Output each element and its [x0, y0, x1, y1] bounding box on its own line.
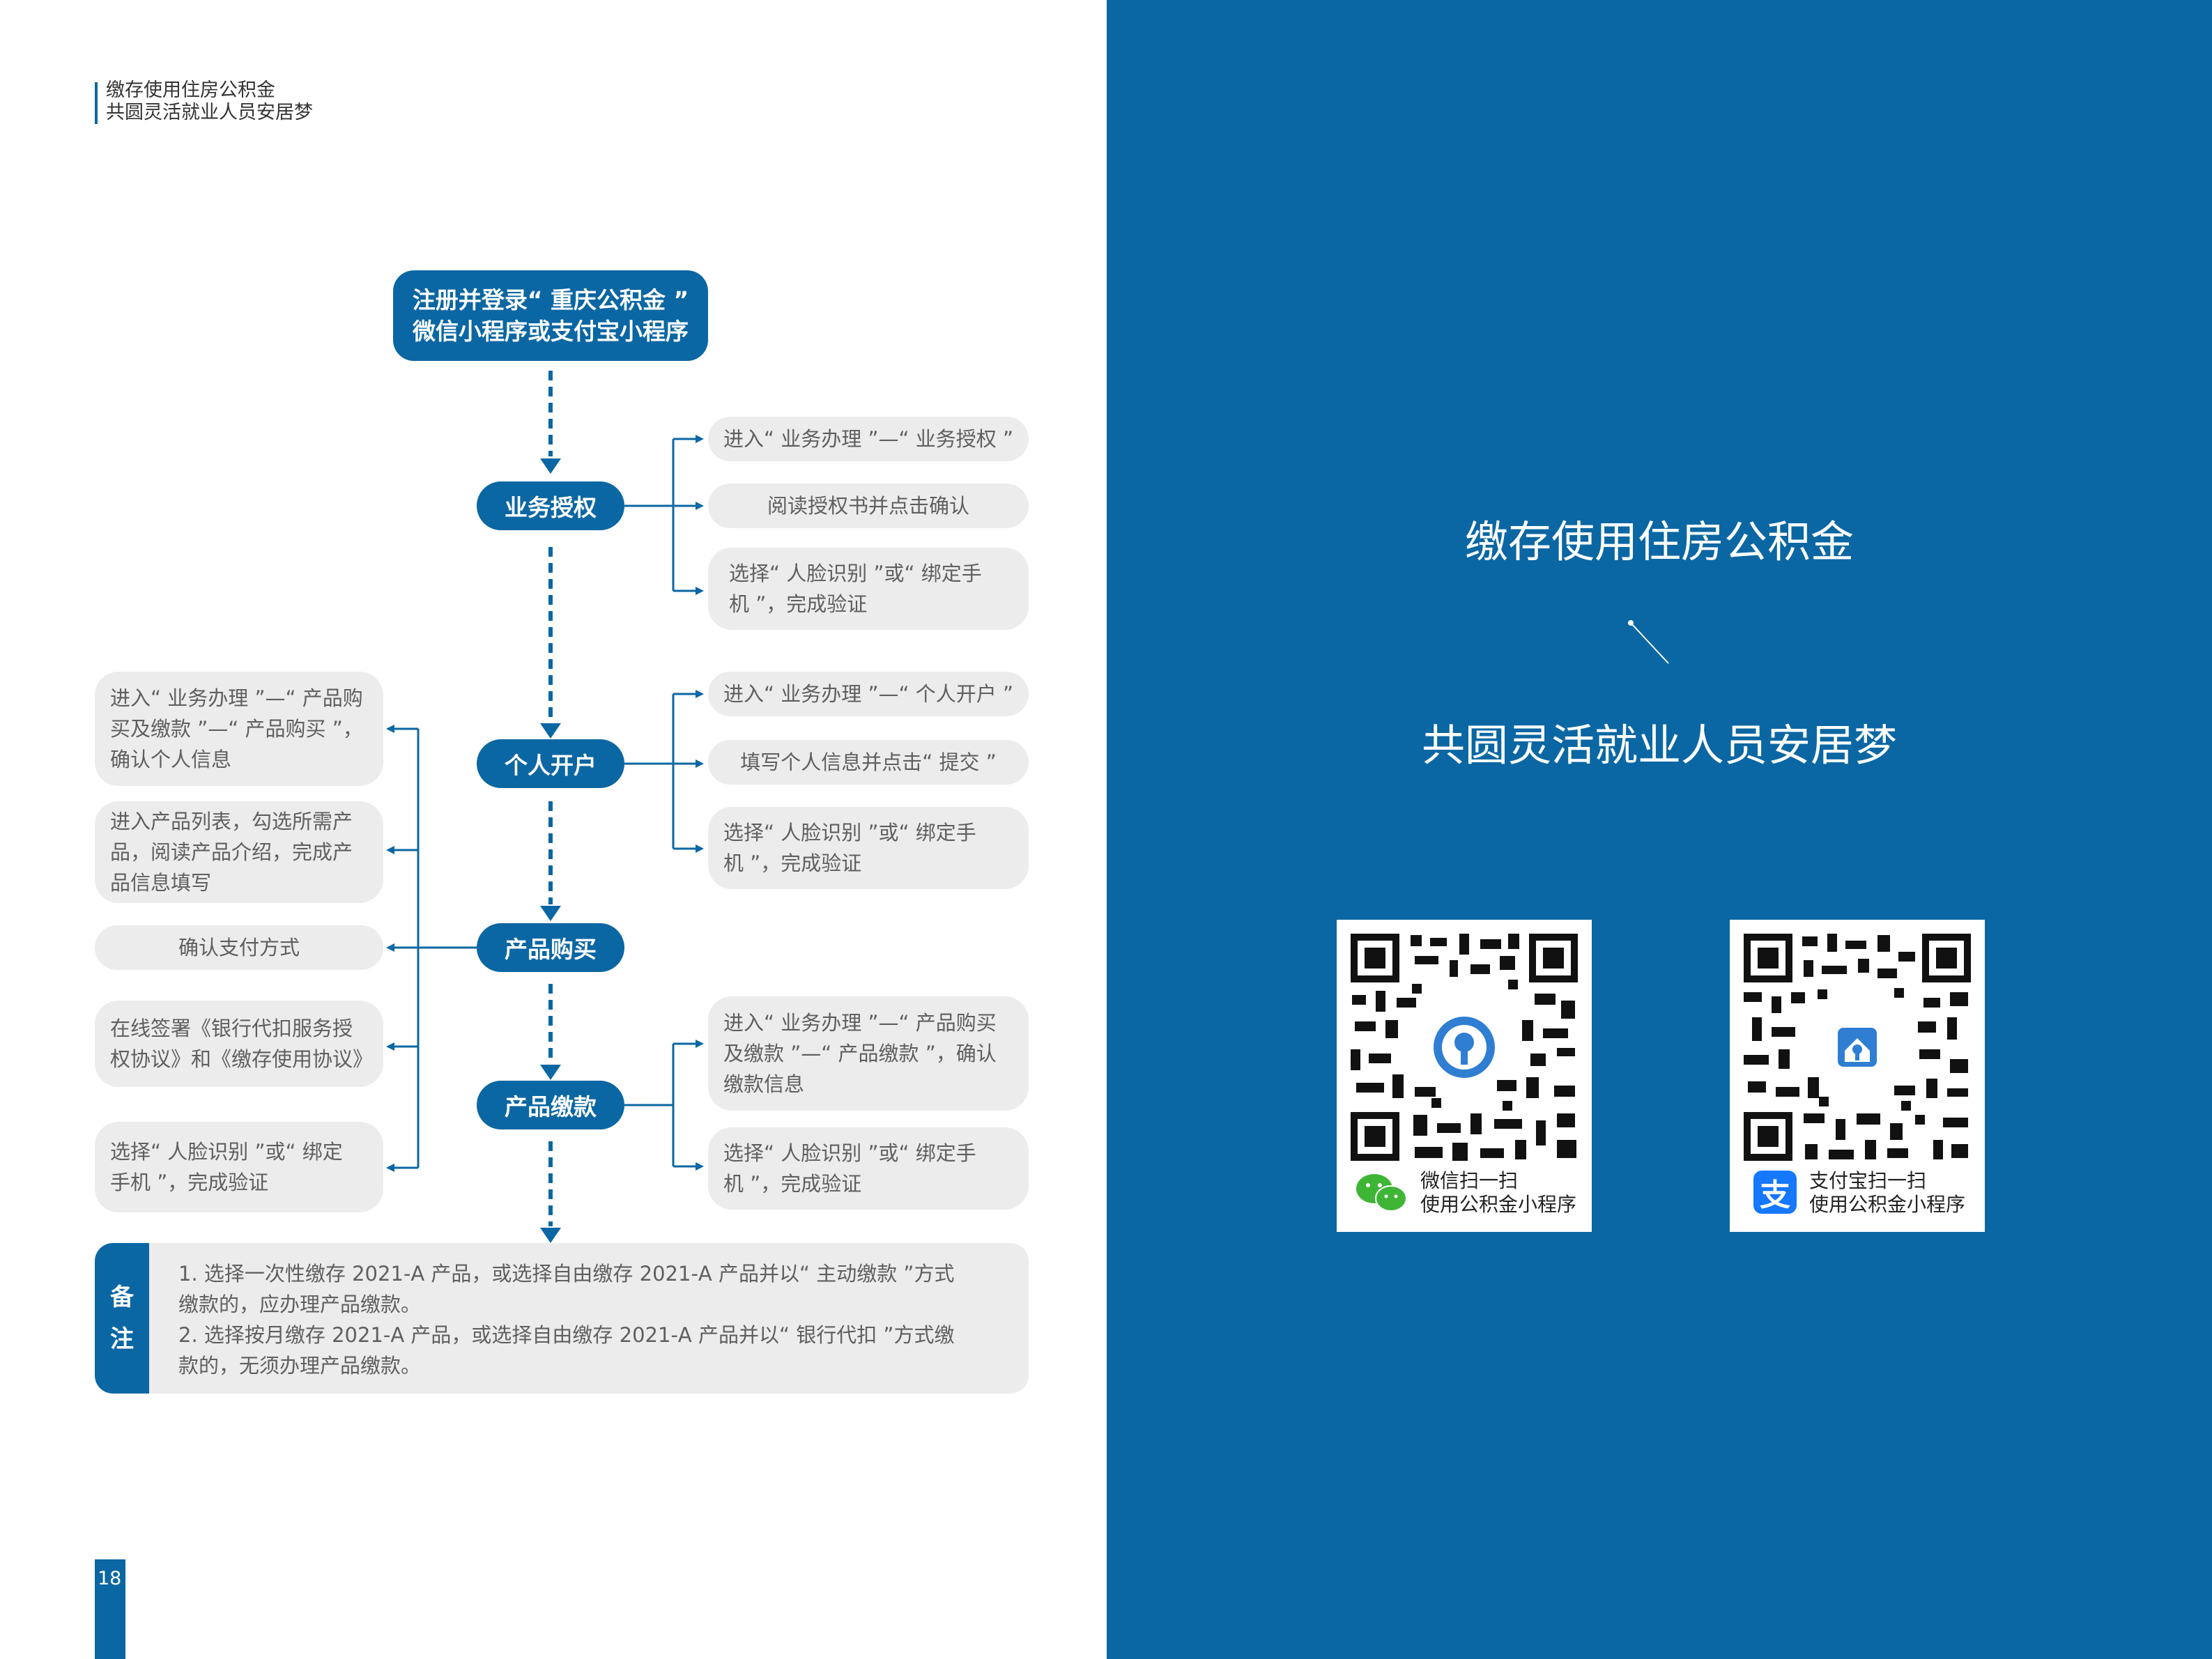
qr-alipay-line-2: 使用公积金小程序	[1809, 1193, 1966, 1216]
qr-caption-wechat-text: 微信扫一扫 使用公积金小程序	[1420, 1169, 1576, 1217]
qr-card-wechat: 微信扫一扫 使用公积金小程序	[1337, 920, 1592, 1232]
qr-code-wechat	[1348, 931, 1581, 1164]
auth-note-2: 阅读授权书并点击确认	[708, 484, 1029, 528]
step-authorization: 业务授权	[477, 481, 624, 530]
remarks-label-1: 备	[110, 1283, 134, 1311]
remark-line-3: 2. 选择按月缴存 2021-A 产品，或选择自由缴存 2021-A 产品并以“…	[178, 1323, 955, 1347]
pay-note-1: 进入“ 业务办理 ”—“ 产品购买 及缴款 ”—“ 产品缴款 ”，确认 缴款信息	[708, 996, 1029, 1111]
open-note-1: 进入“ 业务办理 ”—“ 个人开户 ”	[708, 672, 1029, 716]
qr-alipay-line-1: 支付宝扫一扫	[1809, 1169, 1927, 1192]
qr-wechat-line-2: 使用公积金小程序	[1420, 1193, 1577, 1216]
pay-note-2: 选择“ 人脸识别 ”或“ 绑定手 机 ”，完成验证	[708, 1127, 1029, 1210]
header-line-2: 共圆灵活就业人员安居梦	[106, 102, 313, 123]
header-bar	[95, 82, 98, 124]
open-note-2: 填写个人信息并点击“ 提交 ”	[708, 740, 1029, 785]
flow-connectors	[386, 371, 704, 1243]
purchase-note-2: 进入产品列表，勾选所需产 品，阅读产品介绍，完成产 品信息填写	[95, 801, 383, 903]
right-title: 缴存使用住房公积金	[1464, 516, 1854, 567]
purchase-note-5: 选择“ 人脸识别 ”或“ 绑定 手机 ”，完成验证	[95, 1122, 383, 1212]
step-product-payment: 产品缴款	[477, 1081, 624, 1129]
purchase-note-4: 在线签署《银行代扣服务授 权协议》和《缴存使用协议》	[95, 1001, 383, 1087]
open-note-3: 选择“ 人脸识别 ”或“ 绑定手 机 ”，完成验证	[708, 807, 1029, 889]
step-account-opening: 个人开户	[477, 739, 624, 788]
purchase-note-3: 确认支付方式	[95, 925, 383, 970]
auth-note-1: 进入“ 业务办理 ”—“ 业务授权 ”	[708, 417, 1029, 461]
remark-line-2: 缴款的，应办理产品缴款。	[178, 1293, 422, 1316]
qr-caption-alipay: 支 支付宝扫一扫 使用公积金小程序	[1730, 1165, 1985, 1221]
wechat-icon	[1356, 1174, 1407, 1212]
remark-line-4: 款的，无须办理产品缴款。	[178, 1354, 422, 1378]
remarks-text: 1. 选择一次性缴存 2021-A 产品，或选择自由缴存 2021-A 产品并以…	[178, 1258, 954, 1381]
remarks-box: 备 注 1. 选择一次性缴存 2021-A 产品，或选择自由缴存 2021-A …	[95, 1243, 1029, 1394]
start-box-line-1: 注册并登录“ 重庆公积金 ”	[412, 286, 689, 314]
remarks-label: 备 注	[95, 1243, 149, 1394]
left-page: 缴存使用住房公积金 共圆灵活就业人员安居梦	[95, 79, 1029, 1659]
decorative-slash	[1628, 620, 1669, 664]
page-number-tab	[95, 1559, 125, 1659]
start-box-line-2: 微信小程序或支付宝小程序	[413, 318, 689, 345]
step-product-purchase: 产品购买	[477, 923, 624, 972]
qr-caption-alipay-text: 支付宝扫一扫 使用公积金小程序	[1809, 1169, 1965, 1217]
purchase-note-1: 进入“ 业务办理 ”—“ 产品购 买及缴款 ”—“ 产品购买 ”， 确认个人信息	[95, 672, 383, 786]
qr-wechat-line-1: 微信扫一扫	[1420, 1169, 1519, 1192]
auth-note-3: 选择“ 人脸识别 ”或“ 绑定手 机 ”，完成验证	[708, 548, 1029, 630]
right-page: 缴存使用住房公积金 共圆灵活就业人员安居梦	[1107, 0, 2212, 1659]
remark-line-1: 1. 选择一次性缴存 2021-A 产品，或选择自由缴存 2021-A 产品并以…	[178, 1262, 955, 1286]
qr-caption-wechat: 微信扫一扫 使用公积金小程序	[1337, 1165, 1592, 1221]
start-box: 注册并登录“ 重庆公积金 ” 微信小程序或支付宝小程序	[393, 270, 708, 361]
qr-card-alipay: 支 支付宝扫一扫 使用公积金小程序	[1730, 920, 1985, 1232]
alipay-icon: 支	[1753, 1171, 1797, 1214]
page-number: 18	[98, 1568, 122, 1589]
remarks-label-2: 注	[110, 1325, 134, 1353]
qr-code-alipay	[1741, 931, 1974, 1164]
right-subtitle: 共圆灵活就业人员安居梦	[1421, 720, 1897, 771]
header-line-1: 缴存使用住房公积金	[106, 79, 275, 101]
